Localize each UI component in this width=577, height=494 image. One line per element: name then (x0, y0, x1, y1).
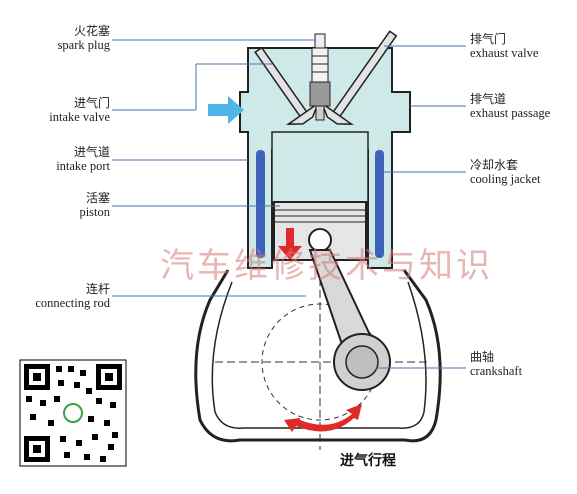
label-piston-en: piston (79, 205, 110, 219)
label-connecting-rod-zh: 连杆 (85, 282, 110, 296)
label-spark-plug-zh: 火花塞 (73, 24, 110, 38)
label-intake-port: 进气道 intake port (0, 145, 110, 173)
label-intake-valve-en: intake valve (49, 110, 110, 124)
label-spark-plug-en: spark plug (57, 38, 110, 52)
label-spark-plug: 火花塞 spark plug (0, 24, 110, 52)
label-piston: 活塞 piston (0, 191, 110, 219)
crank-pin (345, 345, 379, 379)
label-crankshaft: 曲轴 crankshaft (470, 350, 577, 378)
spark-plug (309, 33, 331, 121)
label-intake-port-en: intake port (56, 159, 110, 173)
intake-valve (254, 46, 320, 125)
label-exhaust-passage-en: exhaust passage (470, 106, 551, 120)
label-cooling-jacket-zh: 冷却水套 (470, 158, 519, 172)
label-exhaust-valve: 排气门 exhaust valve (470, 32, 577, 60)
crankcase-outline (194, 269, 442, 443)
combustion-chamber (271, 131, 369, 203)
watermark-text: 汽车维修技术与知识 (160, 246, 493, 286)
label-cooling-jacket-en: cooling jacket (470, 172, 541, 186)
qr-code (19, 359, 127, 467)
intake-flow-arrow (208, 96, 244, 124)
label-exhaust-passage-zh: 排气道 (470, 92, 507, 106)
label-intake-valve: 进气门 intake valve (0, 96, 110, 124)
label-piston-zh: 活塞 (85, 191, 110, 205)
cooling-jacket-right (375, 150, 384, 258)
stroke-caption: 进气行程 (340, 453, 396, 469)
cooling-jacket-left (256, 150, 265, 258)
label-intake-port-zh: 进气道 (73, 145, 110, 159)
label-crankshaft-zh: 曲轴 (470, 350, 495, 364)
label-connecting-rod: 连杆 connecting rod (0, 282, 110, 310)
label-intake-valve-zh: 进气门 (73, 96, 110, 110)
piston-motion-arrow (278, 228, 302, 260)
label-exhaust-valve-zh: 排气门 (470, 32, 507, 46)
label-exhaust-valve-en: exhaust valve (470, 46, 539, 60)
label-crankshaft-en: crankshaft (470, 364, 523, 378)
crank-rotation-arrow (284, 404, 362, 432)
label-connecting-rod-en: connecting rod (35, 296, 110, 310)
label-exhaust-passage: 排气道 exhaust passage (470, 92, 577, 120)
label-cooling-jacket: 冷却水套 cooling jacket (470, 158, 577, 186)
exhaust-valve (320, 30, 398, 125)
